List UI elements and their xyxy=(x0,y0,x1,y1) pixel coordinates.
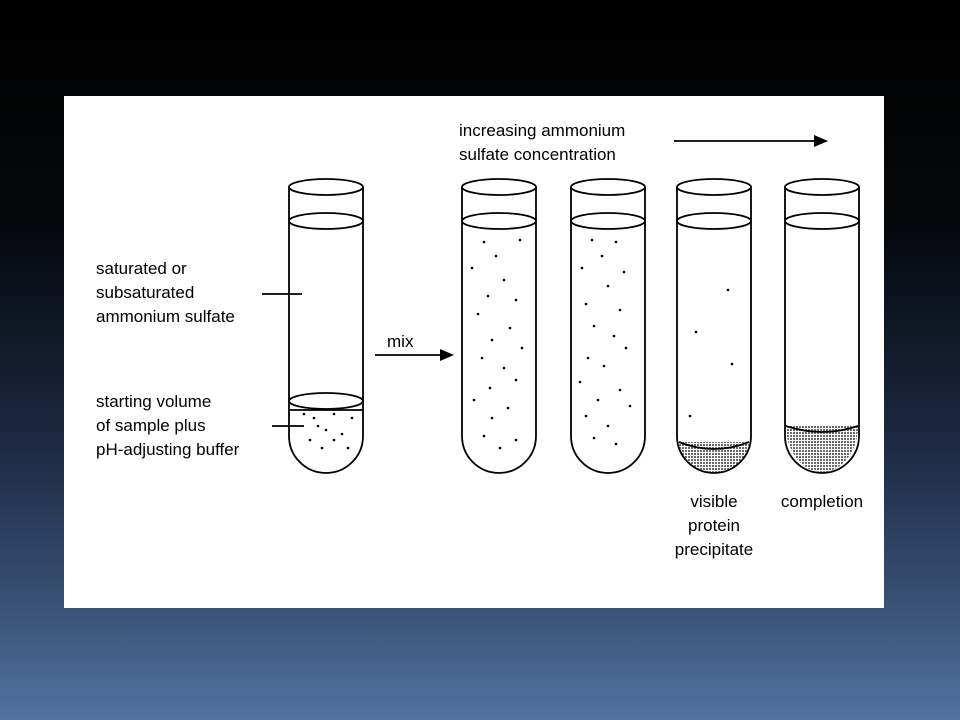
tube-2-particles xyxy=(578,238,632,446)
mix-arrow xyxy=(375,349,454,361)
particle-dot xyxy=(586,356,590,360)
precipitate-complete xyxy=(786,426,858,472)
particle-dot xyxy=(514,378,518,382)
particle-dot xyxy=(580,266,584,270)
particle-dot xyxy=(490,338,494,342)
particle-dot xyxy=(508,326,512,330)
particle-dot xyxy=(602,364,606,368)
starting-line-3: pH-adjusting buffer xyxy=(96,440,240,459)
particle-dot xyxy=(606,284,610,288)
particle-dot xyxy=(628,404,632,408)
particle-dot xyxy=(490,416,494,420)
saturated-line-2: subsaturated xyxy=(96,283,194,302)
particle-dot xyxy=(592,436,596,440)
header-line-2: sulfate concentration xyxy=(459,145,616,164)
particle-dot xyxy=(614,442,618,446)
particle-dot xyxy=(472,398,476,402)
particle-dot xyxy=(584,414,588,418)
particle-dot xyxy=(506,406,510,410)
diagram-panel: increasing ammonium sulfate concentratio… xyxy=(64,96,884,608)
particle-dot xyxy=(612,334,616,338)
particle-dot xyxy=(624,346,628,350)
particle-dot xyxy=(346,446,350,450)
particle-dot xyxy=(494,254,498,258)
starting-volume-label: starting volume of sample plus pH-adjust… xyxy=(96,392,240,459)
starting-line-1: starting volume xyxy=(96,392,211,411)
particle-dot xyxy=(688,414,692,418)
particle-dot xyxy=(470,266,474,270)
particle-dot xyxy=(600,254,604,258)
particle-dot xyxy=(614,240,618,244)
particle-dot xyxy=(514,298,518,302)
particle-dot xyxy=(730,362,734,366)
test-tube-start xyxy=(288,178,364,474)
completion-label: completion xyxy=(781,492,863,511)
test-tube-1 xyxy=(461,178,537,474)
particle-dot xyxy=(332,438,336,442)
tube-start-particles xyxy=(302,412,354,450)
visible-line-1: visible xyxy=(690,492,737,511)
saturated-label: saturated or subsaturated ammonium sulfa… xyxy=(96,259,235,326)
saturated-line-3: ammonium sulfate xyxy=(96,307,235,326)
particle-dot xyxy=(350,416,354,420)
particle-dot xyxy=(592,324,596,328)
visible-line-2: protein xyxy=(688,516,740,535)
precipitate-partial xyxy=(679,442,749,472)
particle-dot xyxy=(340,432,344,436)
test-tube-4 xyxy=(784,178,860,474)
particle-dot xyxy=(480,356,484,360)
particle-dot xyxy=(584,302,588,306)
saturated-line-1: saturated or xyxy=(96,259,187,278)
particle-dot xyxy=(694,330,698,334)
particle-dot xyxy=(596,398,600,402)
particle-dot xyxy=(606,424,610,428)
mix-label: mix xyxy=(387,332,414,351)
particle-dot xyxy=(476,312,480,316)
particle-dot xyxy=(332,412,336,416)
particle-dot xyxy=(618,388,622,392)
particle-dot xyxy=(590,238,594,242)
particle-dot xyxy=(302,412,306,416)
visible-line-3: precipitate xyxy=(675,540,753,559)
particle-dot xyxy=(502,366,506,370)
header-line-1: increasing ammonium xyxy=(459,121,625,140)
visible-precipitate-label: visible protein precipitate xyxy=(675,492,753,559)
particle-dot xyxy=(324,428,328,432)
particle-dot xyxy=(618,308,622,312)
particle-dot xyxy=(520,346,524,350)
ammonium-sulfate-precipitation-diagram: increasing ammonium sulfate concentratio… xyxy=(96,121,863,559)
test-tube-2 xyxy=(570,178,646,474)
tube-3-particles xyxy=(688,288,734,418)
particle-dot xyxy=(486,294,490,298)
tube-1-particles xyxy=(470,238,524,450)
particle-dot xyxy=(482,434,486,438)
particle-dot xyxy=(316,424,320,428)
particle-dot xyxy=(482,240,486,244)
test-tube-3 xyxy=(676,178,752,474)
particle-dot xyxy=(726,288,730,292)
particle-dot xyxy=(312,416,316,420)
particle-dot xyxy=(622,270,626,274)
particle-dot xyxy=(514,438,518,442)
particle-dot xyxy=(320,446,324,450)
starting-line-2: of sample plus xyxy=(96,416,206,435)
particle-dot xyxy=(518,238,522,242)
particle-dot xyxy=(578,380,582,384)
particle-dot xyxy=(488,386,492,390)
concentration-arrow xyxy=(674,135,828,147)
particle-dot xyxy=(498,446,502,450)
particle-dot xyxy=(502,278,506,282)
particle-dot xyxy=(308,438,312,442)
